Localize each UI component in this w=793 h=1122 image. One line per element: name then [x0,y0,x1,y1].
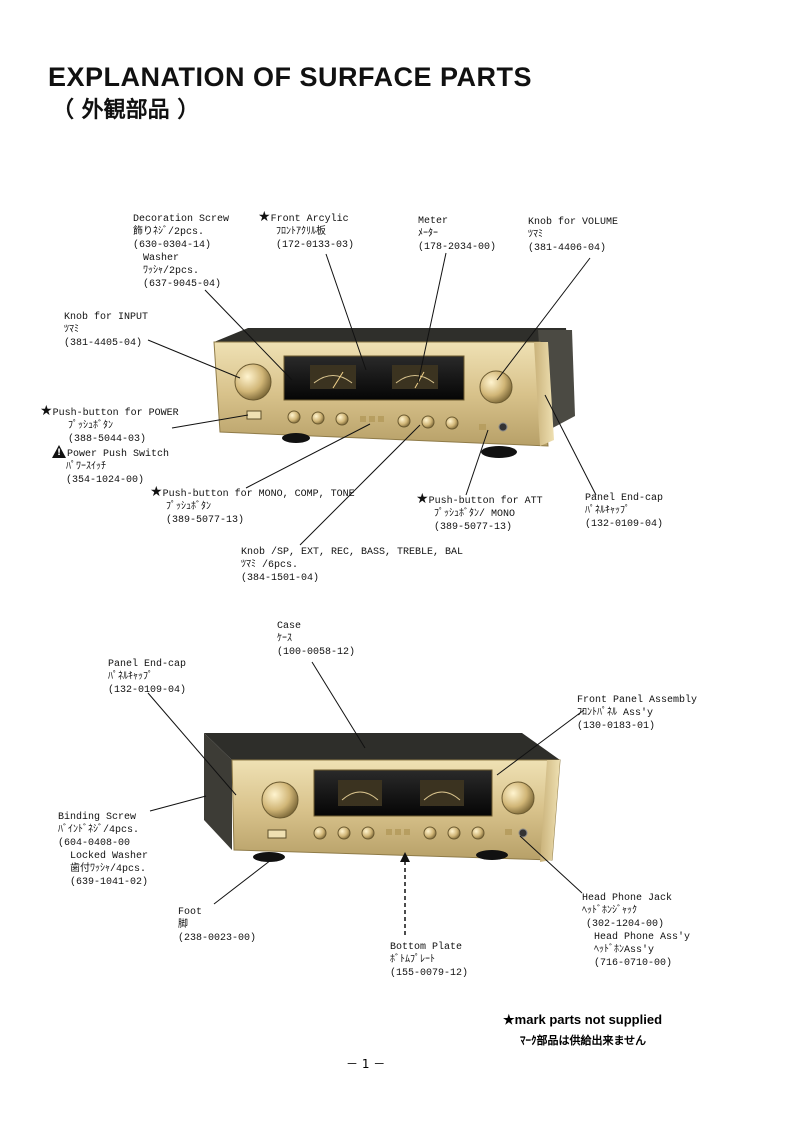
label-locked-washer: Locked Washer [70,851,149,862]
label-head-phone-assy: Head Phone Ass'y [594,932,691,943]
label-foot: Foot 脚 (238-0023-00) [178,907,257,944]
star-icon: ★ [258,209,271,225]
top-panel-endcap [534,342,554,446]
label-pb-att: ★Push-button for ATT ﾌﾟｯｼｭﾎﾞﾀﾝ/ MONO (38… [416,491,543,533]
warning-icon [52,445,66,460]
footnote-not-supplied: ★mark parts not supplied [503,1012,663,1027]
top-meter-left [310,365,356,389]
page-number: － 1 － [346,1057,386,1071]
label-bottom-plate: Bottom Plate ﾎﾞﾄﾑﾌﾟﾚｰﾄ (155-0079-12) [390,942,469,979]
page-title-jp: （ 外観部品 ） [52,98,200,123]
star-icon: ★ [40,403,53,419]
label-front-arcylic: ★Front Arcylic ﾌﾛﾝﾄｱｸﾘﾙ板 (172-0133-03) [258,209,355,251]
label-panel-endcap-top: Panel End-cap ﾊﾟﾈﾙｷｬｯﾌﾟ (132-0109-04) [585,493,664,530]
label-head-phone-jack: Head Phone Jack ﾍｯﾄﾞﾎﾝｼﾞｬｯｸ (302-1204-00… [582,893,691,969]
bottom-case-top [204,733,560,760]
top-knob-volume [479,370,513,404]
top-knob-input [234,363,272,401]
label-knob-sp: Knob /SP, EXT, REC, BASS, TREBLE, BAL ﾂﾏ… [241,547,464,584]
star-icon: ★ [150,484,163,500]
label-decoration-screw: Decoration Screw 飾りﾈｼﾞ/2pcs. (630-0304-1… [133,214,230,290]
footnote-not-supplied-jp: ﾏｰｸ部品は供給出来ません [520,1034,647,1047]
top-amplifier [213,328,575,458]
bottom-amplifier [204,733,561,862]
label-washer: Washer [143,253,180,264]
top-power-button [246,410,262,420]
page-title: EXPLANATION OF SURFACE PARTS [48,62,533,92]
bottom-case-side [204,733,232,850]
leader-lines [147,252,597,935]
label-knob-input: Knob for INPUT ﾂﾏﾐ (381-4405-04) [64,312,149,349]
label-case: Case ｹｰｽ (100-0058-12) [277,621,356,658]
label-binding-screw: Binding Screw ﾊﾞｲﾝﾄﾞﾈｼﾞ/4pcs. (604-0408-… [58,812,149,888]
label-panel-endcap-bottom: Panel End-cap ﾊﾟﾈﾙｷｬｯﾌﾟ (132-0109-04) [108,659,187,696]
star-icon: ★ [416,491,429,507]
label-power-switch: Power Push Switch ﾊﾟﾜｰｽｲｯﾁ (354-1024-00) [52,445,169,487]
label-meter: Meter ﾒｰﾀｰ (178-2034-00) [418,216,497,253]
top-meter-right [392,365,438,389]
label-front-panel: Front Panel Assembly ﾌﾛﾝﾄﾊﾟﾈﾙ Ass'y (130… [577,695,698,732]
label-pb-power: ★Push-button for POWER ﾌﾟｯｼｭﾎﾞﾀﾝ (388-50… [40,403,179,445]
label-knob-volume: Knob for VOLUME ﾂﾏﾐ (381-4406-04) [528,217,619,254]
label-pb-mono: ★Push-button for MONO, COMP, TONE ﾌﾟｯｼｭﾎ… [150,484,355,526]
